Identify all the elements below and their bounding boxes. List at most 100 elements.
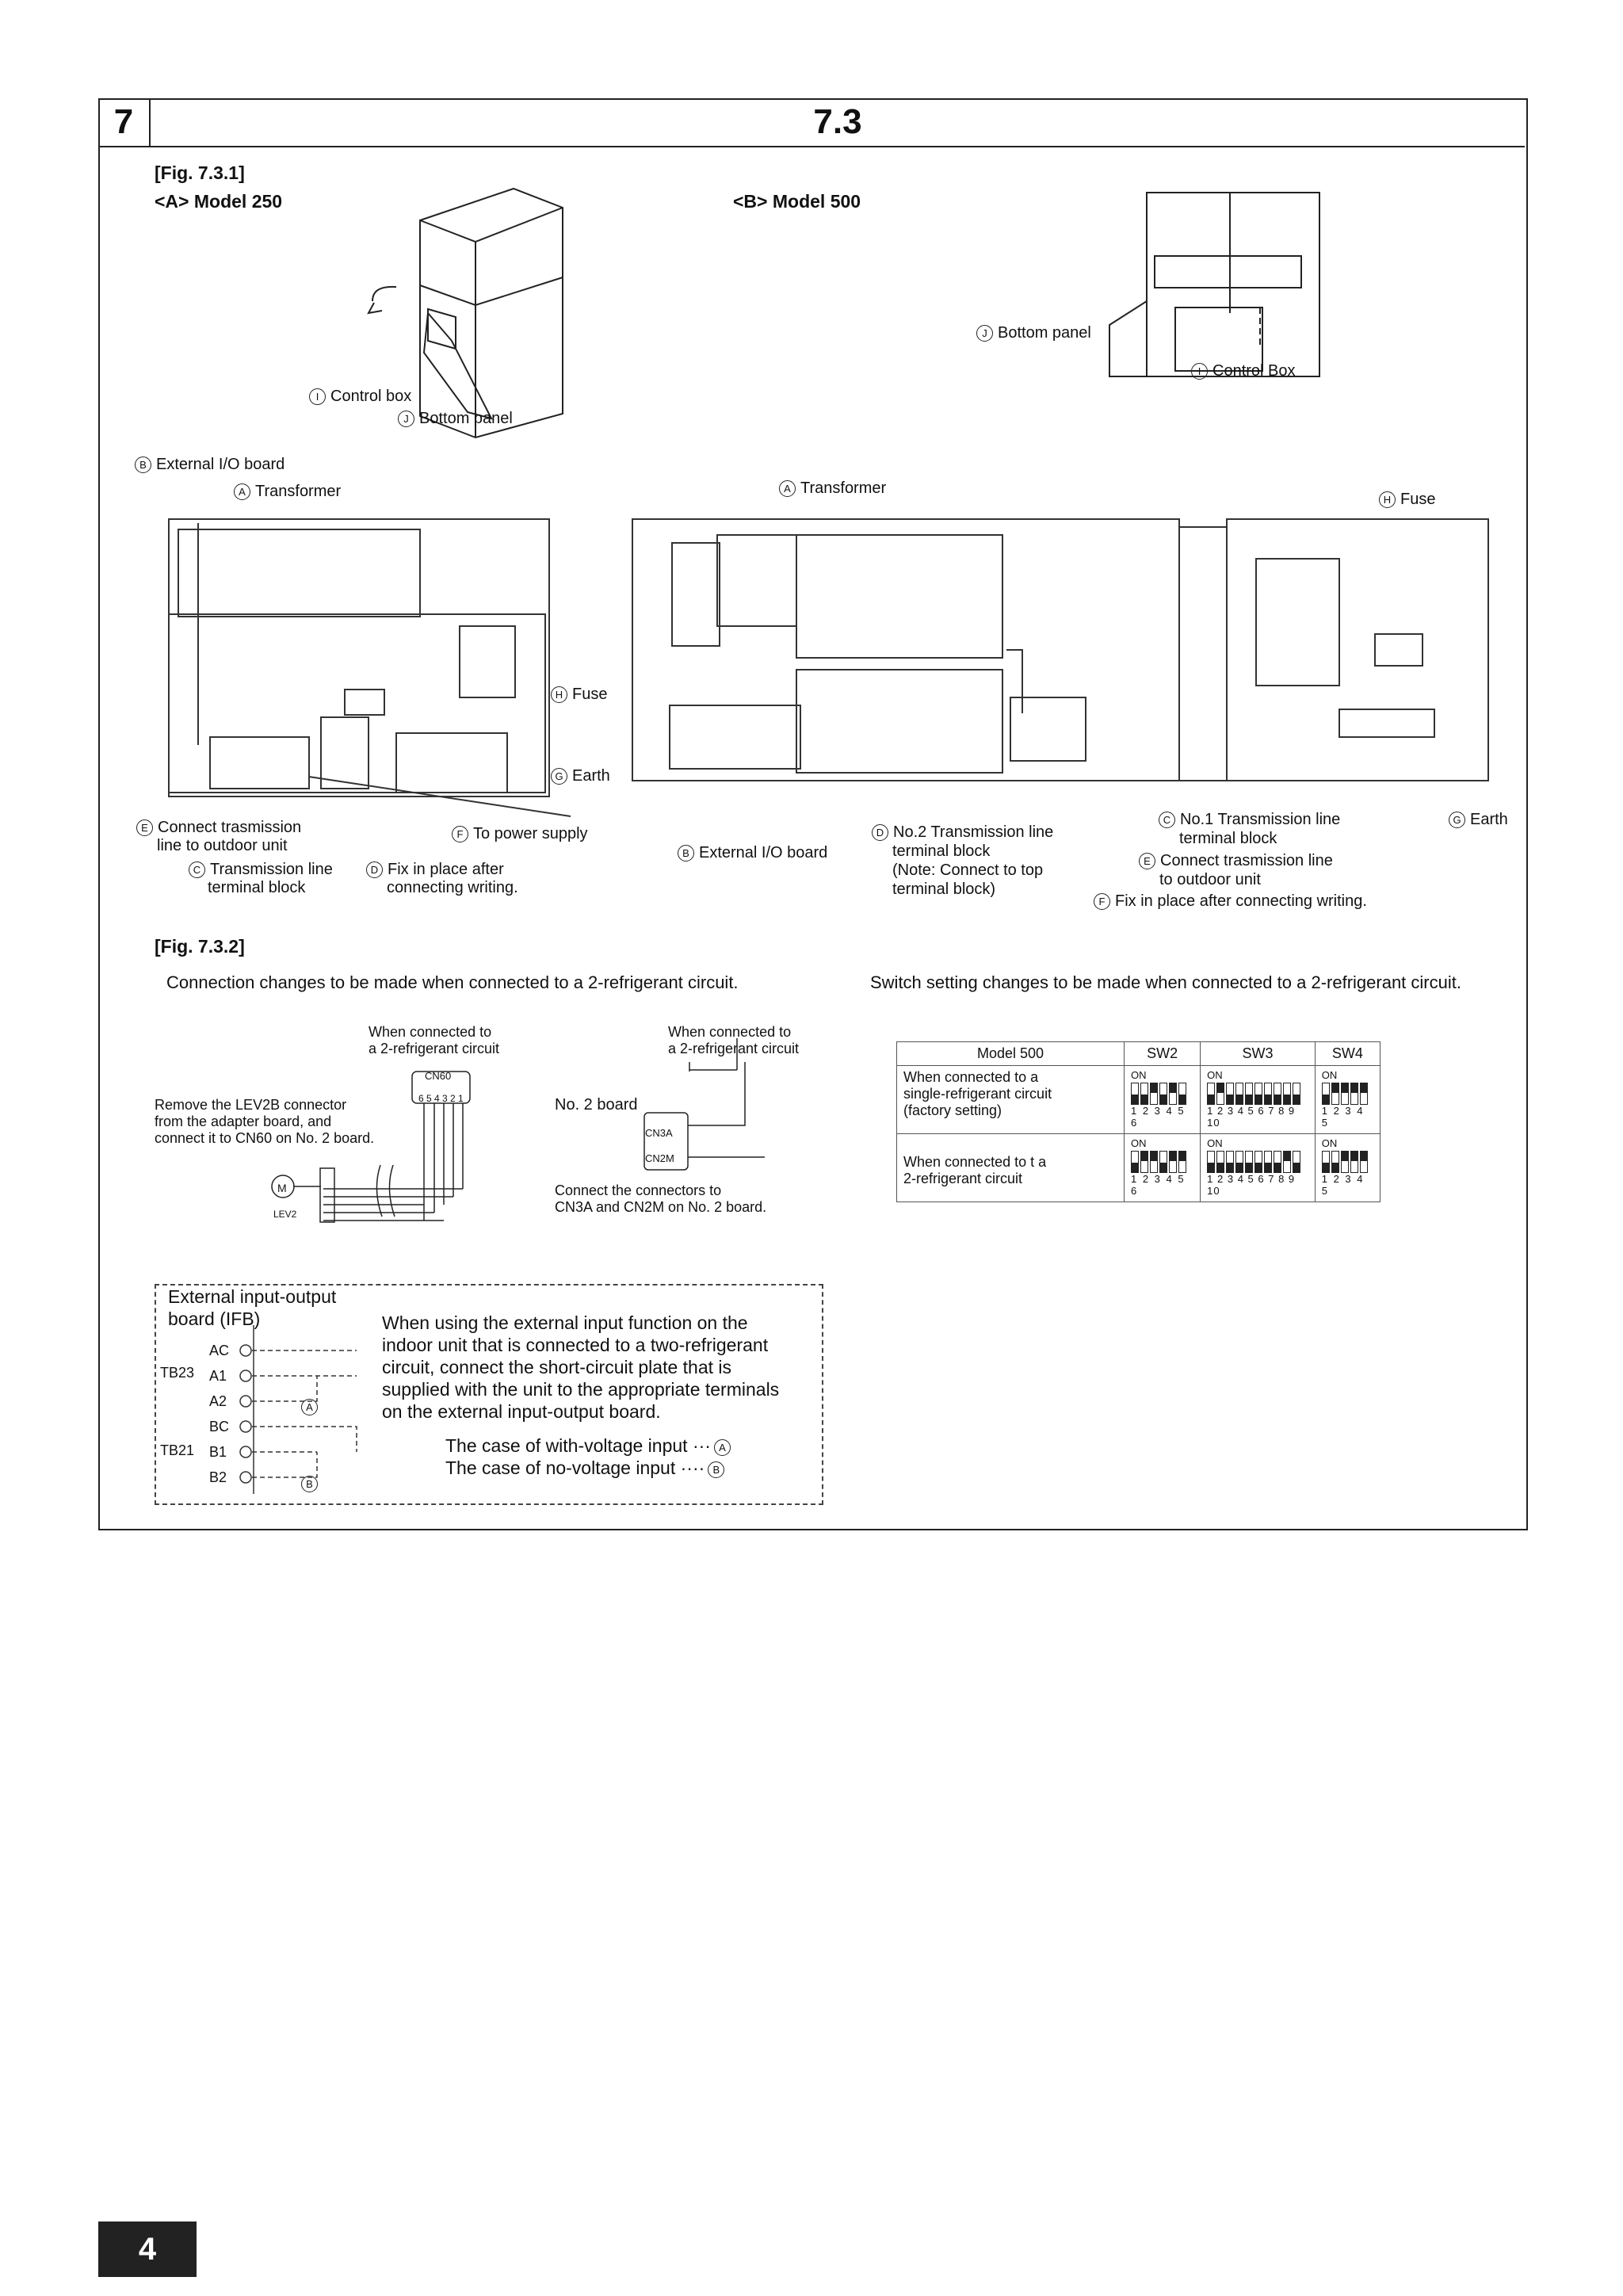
cn2m-label: CN2M bbox=[645, 1152, 674, 1164]
motor-label: M bbox=[277, 1182, 287, 1194]
fig2-right-heading: Switch setting changes to be made when c… bbox=[870, 972, 1461, 992]
dip-switch-9 bbox=[1283, 1083, 1292, 1105]
dip-switch-4 bbox=[1159, 1083, 1167, 1105]
a-tb-label-2: terminal block bbox=[208, 879, 306, 896]
dip-switch-4 bbox=[1159, 1151, 1167, 1173]
b-no2-label-3: (Note: Connect to top bbox=[892, 861, 1044, 879]
b-no2-label-2: terminal block bbox=[892, 842, 991, 860]
tb23-label: TB23 bbox=[160, 1365, 195, 1381]
model-a-title: <A> Model 250 bbox=[155, 191, 283, 212]
fig2-caption: [Fig. 7.3.2] bbox=[155, 936, 245, 957]
dip-switch-2 bbox=[1216, 1083, 1225, 1105]
dip-switch-10 bbox=[1293, 1083, 1301, 1105]
dip-switch-3 bbox=[1150, 1083, 1158, 1105]
b-no2-label-4: terminal block) bbox=[892, 881, 996, 898]
table-header-sw4: SW4 bbox=[1314, 1041, 1381, 1066]
term-bc: BC bbox=[209, 1419, 230, 1435]
dip-switch-1 bbox=[1131, 1083, 1139, 1105]
dip-switch-4 bbox=[1350, 1151, 1358, 1173]
dip-switch-6 bbox=[1178, 1083, 1186, 1105]
dip-switch-7 bbox=[1264, 1151, 1273, 1173]
ifb-instruction-text: When using the external input function o… bbox=[382, 1312, 780, 1422]
dip-switch-5 bbox=[1359, 1083, 1368, 1105]
dip-switch-4 bbox=[1235, 1083, 1244, 1105]
b-connect-label-2: to outdoor unit bbox=[1159, 871, 1261, 888]
ifb-circle-a: A bbox=[301, 1397, 323, 1416]
table-header-model: Model 500 bbox=[896, 1041, 1125, 1066]
page-frame bbox=[98, 98, 1528, 1530]
term-ac: AC bbox=[209, 1343, 230, 1358]
chapter-number: 7 bbox=[98, 98, 151, 147]
dip-switch-8 bbox=[1274, 1083, 1282, 1105]
no2-board-label: No. 2 board bbox=[555, 1096, 638, 1114]
dip-switch-1 bbox=[1321, 1083, 1330, 1105]
dip-switch-3 bbox=[1226, 1151, 1235, 1173]
cn3a-label: CN3A bbox=[645, 1127, 673, 1139]
ifb-box bbox=[155, 1284, 823, 1505]
fig1-caption: [Fig. 7.3.1] bbox=[155, 162, 245, 183]
dip-switch-1 bbox=[1131, 1151, 1139, 1173]
dip-switch-6 bbox=[1254, 1083, 1263, 1105]
dip-switch-3 bbox=[1226, 1083, 1235, 1105]
case-b-text: The case of no-voltage input ····B bbox=[445, 1457, 729, 1479]
page-number: 4 bbox=[98, 2222, 197, 2277]
dip-switch-3 bbox=[1340, 1083, 1349, 1105]
a-connect-trans-label-2: line to outdoor unit bbox=[157, 837, 288, 854]
term-b2: B2 bbox=[209, 1469, 227, 1485]
dip-switch-2 bbox=[1331, 1151, 1339, 1173]
dip-switch-3 bbox=[1340, 1151, 1349, 1173]
dip-switch-1 bbox=[1207, 1083, 1216, 1105]
b-no1-label-2: terminal block bbox=[1179, 830, 1277, 847]
dip-switch-5 bbox=[1245, 1083, 1254, 1105]
dip-switch-2 bbox=[1140, 1083, 1148, 1105]
switch-setting-table: Model 500 SW2 SW3 SW4 When connected to … bbox=[896, 1041, 1381, 1202]
section-title: 7.3 bbox=[151, 98, 1525, 147]
dip-switch-4 bbox=[1350, 1083, 1358, 1105]
dip-switch-7 bbox=[1264, 1083, 1273, 1105]
dip-switch-10 bbox=[1293, 1151, 1301, 1173]
a-fix-label-2: connecting writing. bbox=[387, 879, 518, 896]
dip-switch-2 bbox=[1140, 1151, 1148, 1173]
model-b-title: <B> Model 500 bbox=[733, 191, 861, 212]
ifb-circle-b: B bbox=[301, 1474, 323, 1493]
dip-switch-3 bbox=[1150, 1151, 1158, 1173]
dip-switch-5 bbox=[1359, 1151, 1368, 1173]
cn60-label: CN60 bbox=[425, 1070, 452, 1082]
dip-switch-1 bbox=[1321, 1151, 1330, 1173]
tb21-label: TB21 bbox=[160, 1442, 195, 1458]
lev2-label: LEV2 bbox=[273, 1209, 297, 1220]
dip-switch-5 bbox=[1245, 1151, 1254, 1173]
dip-switch-6 bbox=[1178, 1151, 1186, 1173]
term-a2: A2 bbox=[209, 1393, 227, 1409]
